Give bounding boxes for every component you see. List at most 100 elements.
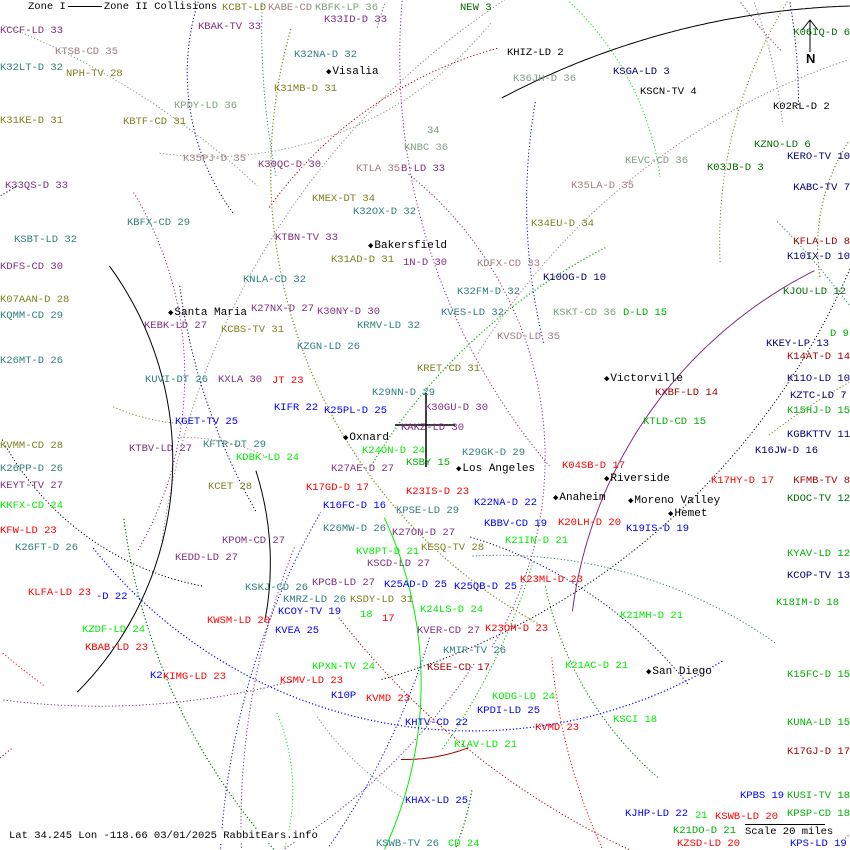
station-label[interactable]: KPSE-LD 29 bbox=[396, 505, 460, 517]
station-label[interactable]: KDBK-LD 24 bbox=[236, 452, 300, 464]
station-label[interactable]: KCET 28 bbox=[208, 481, 253, 493]
station-label[interactable]: 18 bbox=[360, 609, 373, 621]
station-label[interactable]: K25QB-D 25 bbox=[454, 581, 518, 593]
station-label[interactable]: K14AT-D 14 bbox=[786, 351, 850, 363]
station-label[interactable]: K22NA-D 22 bbox=[474, 497, 538, 509]
station-label[interactable]: KFTR-DT 29 bbox=[203, 439, 267, 451]
station-label[interactable]: KTBN-TV 33 bbox=[275, 232, 339, 244]
station-label[interactable]: KSDY-LD 31 bbox=[350, 594, 414, 606]
station-label[interactable]: KPCB-LD 27 bbox=[312, 577, 376, 589]
station-label[interactable]: K36JH-D 36 bbox=[513, 73, 577, 85]
station-label[interactable]: K35PJ-D 35 bbox=[183, 153, 247, 165]
station-label[interactable]: K30NY-D 30 bbox=[317, 306, 381, 318]
station-label[interactable]: KMRZ-LD 26 bbox=[283, 594, 347, 606]
station-label[interactable]: KYAV-LD 12 bbox=[786, 548, 850, 560]
station-label[interactable]: KABE-CD bbox=[268, 2, 313, 14]
station-label[interactable]: KBFX-CD 29 bbox=[127, 217, 191, 229]
station-label[interactable]: KVEA 25 bbox=[275, 625, 320, 637]
station-label[interactable]: KESQ-TV 28 bbox=[421, 542, 485, 554]
station-label[interactable]: KGET-TV 25 bbox=[175, 416, 239, 428]
station-label[interactable]: K32LT-D 32 bbox=[0, 62, 64, 74]
station-label[interactable]: KRET-CD 31 bbox=[417, 363, 481, 375]
station-label[interactable]: B-LD 33 bbox=[401, 163, 446, 175]
station-label[interactable]: KHTV-CD 22 bbox=[405, 717, 469, 729]
station-label[interactable]: K26MW-D 26 bbox=[323, 523, 387, 535]
station-label[interactable]: KCOP-TV 13 bbox=[786, 570, 850, 582]
station-label[interactable]: KUNA-LD 15 bbox=[786, 717, 850, 729]
station-label[interactable]: K15HJ-D 15 bbox=[786, 405, 850, 417]
station-label[interactable]: KHIZ-LD 2 bbox=[507, 47, 564, 59]
station-label[interactable]: K21DO-D 21 bbox=[673, 825, 737, 837]
station-label[interactable]: K2 bbox=[150, 670, 163, 682]
station-label[interactable]: KDFX-CD 33 bbox=[477, 258, 541, 270]
station-label[interactable]: KDOC-TV 12 bbox=[786, 493, 850, 505]
station-label[interactable]: KFLA-LD 8 bbox=[793, 236, 850, 248]
station-label[interactable]: 17 bbox=[382, 613, 395, 625]
station-label[interactable]: KPXN-TV 24 bbox=[312, 661, 376, 673]
station-label[interactable]: KVMD 23 bbox=[535, 722, 580, 734]
station-label[interactable]: K30QC-D 30 bbox=[258, 159, 322, 171]
station-label[interactable]: KSWB-LD 20 bbox=[715, 811, 779, 823]
station-label[interactable]: K33QS-D 33 bbox=[5, 180, 69, 192]
station-label[interactable]: K02RL-D 2 bbox=[773, 101, 830, 113]
station-label[interactable]: 1N-D 30 bbox=[403, 257, 448, 269]
station-label[interactable]: KODG-LD 24 bbox=[492, 691, 556, 703]
station-label[interactable]: K23ML-D 23 bbox=[520, 574, 584, 586]
station-label[interactable]: K29NN-D 29 bbox=[372, 387, 436, 399]
station-label[interactable]: K17GD-D 17 bbox=[306, 482, 370, 494]
station-label[interactable]: K04SB-D 17 bbox=[562, 460, 626, 472]
station-label[interactable]: K35LA-D 35 bbox=[571, 180, 635, 192]
station-label[interactable]: K25PL-D 25 bbox=[324, 405, 388, 417]
station-label[interactable]: KDFS-CD 30 bbox=[0, 261, 64, 273]
station-label[interactable]: KNLA-CD 32 bbox=[243, 274, 307, 286]
station-label[interactable]: KSCN-TV 4 bbox=[640, 86, 697, 98]
station-label[interactable]: KTBV-LD 27 bbox=[129, 443, 193, 455]
station-label[interactable]: K20LH-D 20 bbox=[558, 517, 622, 529]
station-label[interactable]: KFW-LD 23 bbox=[0, 525, 57, 537]
station-label[interactable]: KQMM-CD 29 bbox=[0, 310, 64, 322]
station-label[interactable]: KPS-LD 19 bbox=[790, 838, 847, 850]
station-label[interactable]: KXLA 30 bbox=[218, 374, 263, 386]
station-label[interactable]: KSBY 15 bbox=[406, 457, 451, 469]
station-label[interactable]: KBTF-CD 31 bbox=[123, 116, 187, 128]
station-label[interactable]: K32OX-D 32 bbox=[353, 206, 417, 218]
station-label[interactable]: KLFA-LD 23 bbox=[28, 587, 92, 599]
station-label[interactable]: KJOU-LD 12 bbox=[783, 286, 847, 298]
station-label[interactable]: NPH-TV 28 bbox=[66, 68, 123, 80]
station-label[interactable]: KSCI 18 bbox=[613, 714, 658, 726]
station-label[interactable]: KERO-TV 10 bbox=[786, 151, 850, 163]
station-label[interactable]: KBBV-CD 19 bbox=[484, 518, 548, 530]
station-label[interactable]: KSKT-CD 36 bbox=[553, 307, 617, 319]
station-label[interactable]: K23IS-D 23 bbox=[406, 486, 470, 498]
station-label[interactable]: K03JB-D 3 bbox=[707, 162, 764, 174]
station-label[interactable]: KVSD-LD 35 bbox=[497, 331, 561, 343]
station-label[interactable]: KBFK-LP 36 bbox=[315, 2, 379, 14]
station-label[interactable]: K16FC-D 16 bbox=[323, 500, 387, 512]
station-label[interactable]: KZDF-LD 24 bbox=[82, 624, 146, 636]
station-label[interactable]: D-LD 15 bbox=[623, 307, 668, 319]
station-label[interactable]: KCBS-TV 31 bbox=[221, 324, 285, 336]
station-label[interactable]: KWSM-LD 20 bbox=[207, 615, 271, 627]
station-label[interactable]: K24LS-D 24 bbox=[420, 604, 484, 616]
station-label[interactable]: K17HY-D 17 bbox=[711, 475, 775, 487]
station-label[interactable]: K31KE-D 31 bbox=[0, 115, 64, 127]
station-label[interactable]: K29GK-D 29 bbox=[462, 447, 526, 459]
station-label[interactable]: KGBKTTV 11 bbox=[786, 429, 850, 441]
station-label[interactable]: D 9 bbox=[830, 328, 849, 340]
station-label[interactable]: K11O-LD 10 bbox=[786, 373, 850, 385]
station-label[interactable]: K26MT-D 26 bbox=[0, 355, 64, 367]
station-label[interactable]: K19IS-D 19 bbox=[626, 523, 690, 535]
station-label[interactable]: CD 24 bbox=[448, 838, 480, 850]
station-label[interactable]: K33ID-D 33 bbox=[324, 14, 388, 26]
station-label[interactable]: KUSI-TV 18 bbox=[786, 790, 850, 802]
station-label[interactable]: KUVI-DT 26 bbox=[145, 374, 209, 386]
station-label[interactable]: -D 22 bbox=[96, 591, 128, 603]
station-label[interactable]: KKFX-CD 24 bbox=[0, 500, 64, 512]
station-label[interactable]: K32NA-D 32 bbox=[294, 49, 358, 61]
station-label[interactable]: K32FM-D 32 bbox=[457, 286, 521, 298]
station-label[interactable]: KXBF-LD 14 bbox=[655, 387, 719, 399]
station-label[interactable]: KIMG-LD 23 bbox=[163, 671, 227, 683]
station-label[interactable]: K21IN-D 21 bbox=[505, 535, 569, 547]
station-label[interactable]: KMIR-TV 26 bbox=[443, 645, 507, 657]
